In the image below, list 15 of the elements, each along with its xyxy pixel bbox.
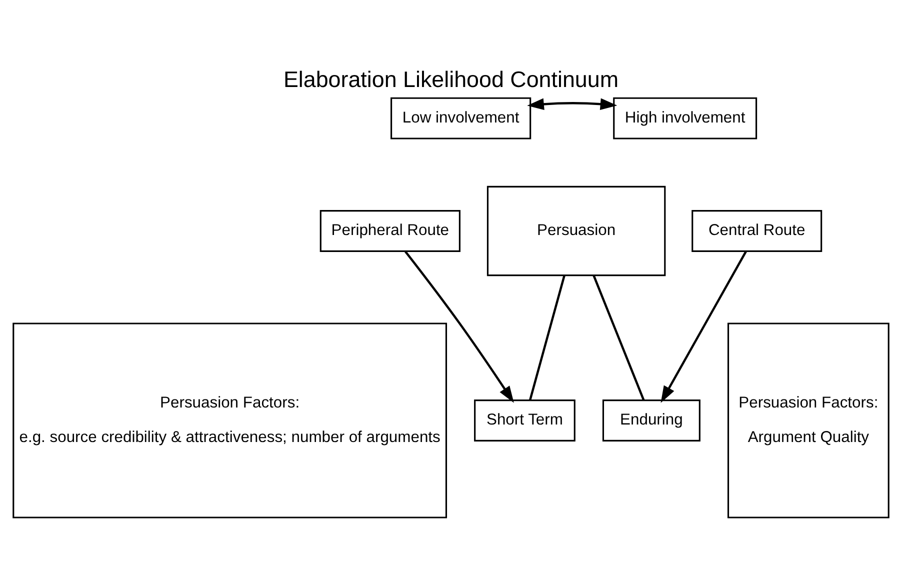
arrow — [527, 98, 618, 110]
node-box: High involvement — [613, 97, 758, 140]
connector — [528, 275, 566, 400]
connector — [592, 275, 645, 401]
node-box: Persuasion Factors: Argument Quality — [727, 322, 890, 518]
node-box: Persuasion Factors: e.g. source credibility & attractiveness; number of arguments — [12, 322, 448, 518]
arrow — [404, 250, 514, 403]
node-box: Persuasion — [486, 186, 666, 276]
node-box: Central Route — [692, 210, 822, 252]
node-box: Peripheral Route — [320, 210, 460, 252]
node-box: Low involvement — [390, 97, 532, 140]
diagram-title: Elaboration Likelihood Continuum — [283, 66, 619, 92]
node-box: Enduring — [602, 400, 700, 442]
arrow — [660, 250, 747, 403]
node-box: Short Term — [474, 400, 576, 442]
